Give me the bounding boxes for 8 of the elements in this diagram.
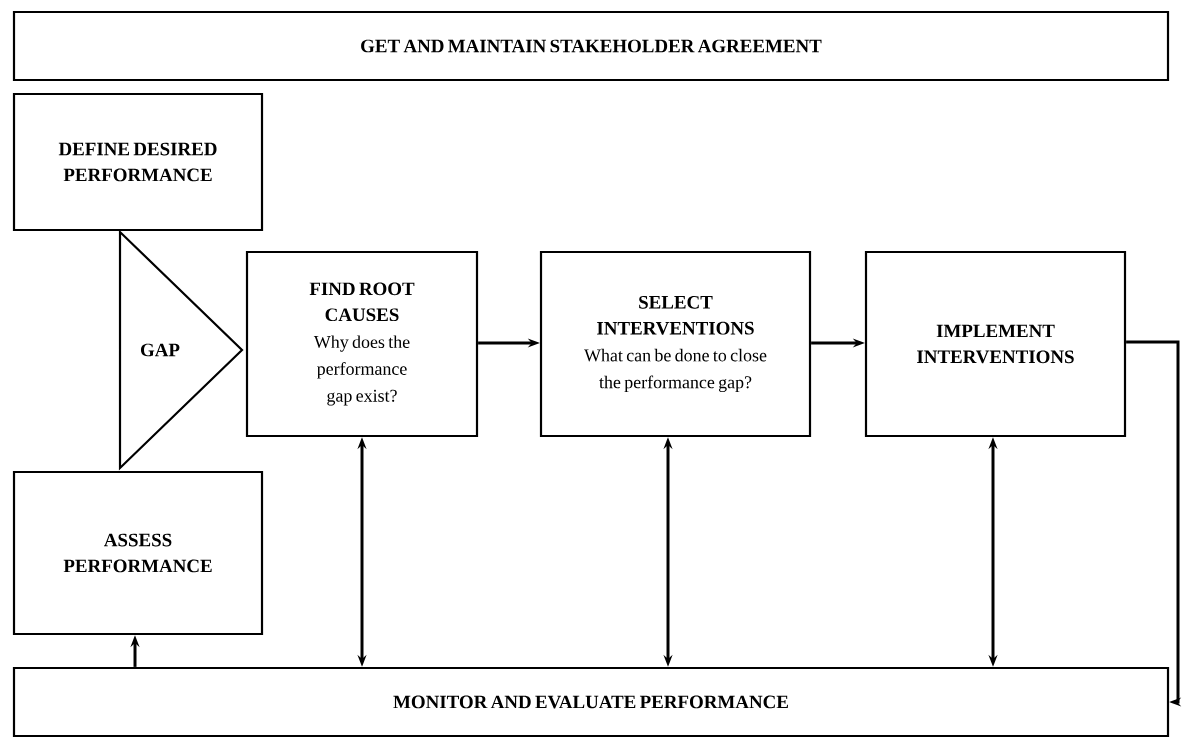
- process-box: IMPLEMENT INTERVENTIONS: [864, 250, 1127, 438]
- process-box: DEFINE DESIRED PERFORMANCE: [12, 92, 264, 232]
- process-box: ASSESS PERFORMANCE: [12, 470, 264, 636]
- monitor-bar: MONITOR AND EVALUATE PERFORMANCE: [12, 666, 1170, 738]
- process-box: SELECT INTERVENTIONS What can be done to close the performance gap?: [539, 250, 812, 438]
- process-box: FIND ROOT CAUSES Why does the performance gap exist?: [245, 250, 479, 438]
- agreement-bar: GET AND MAINTAIN STAKEHOLDER AGREEMENT: [12, 10, 1170, 82]
- arrow: [1126, 340, 1182, 707]
